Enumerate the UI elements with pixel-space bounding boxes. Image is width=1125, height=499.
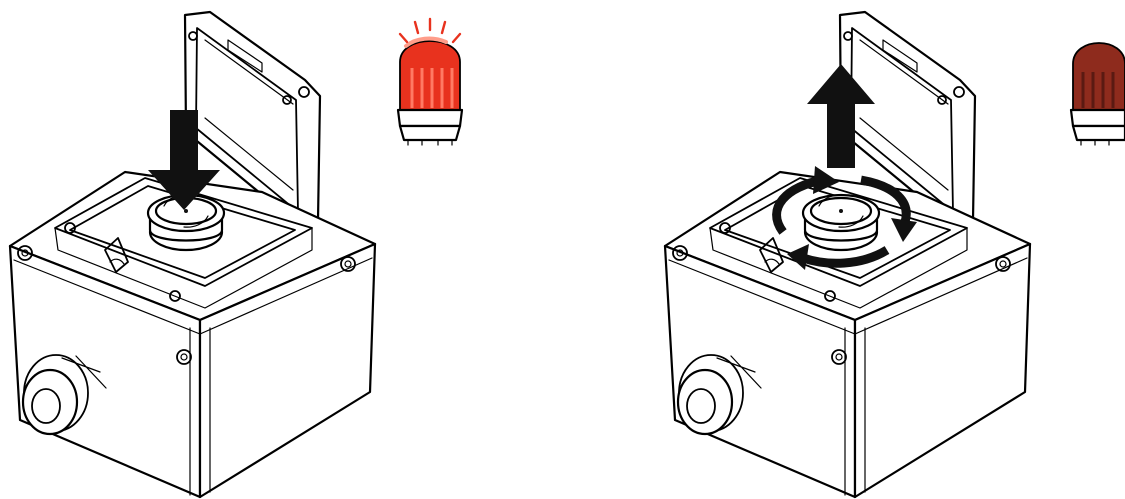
beacon-off-icon xyxy=(1071,43,1125,145)
illustration-press xyxy=(0,0,480,499)
beacon-on-icon xyxy=(398,19,462,145)
beacon-dome xyxy=(1073,43,1125,110)
illustration-twist-pull xyxy=(655,0,1125,499)
press-diagram xyxy=(0,0,480,499)
twist-pull-diagram xyxy=(655,0,1125,499)
